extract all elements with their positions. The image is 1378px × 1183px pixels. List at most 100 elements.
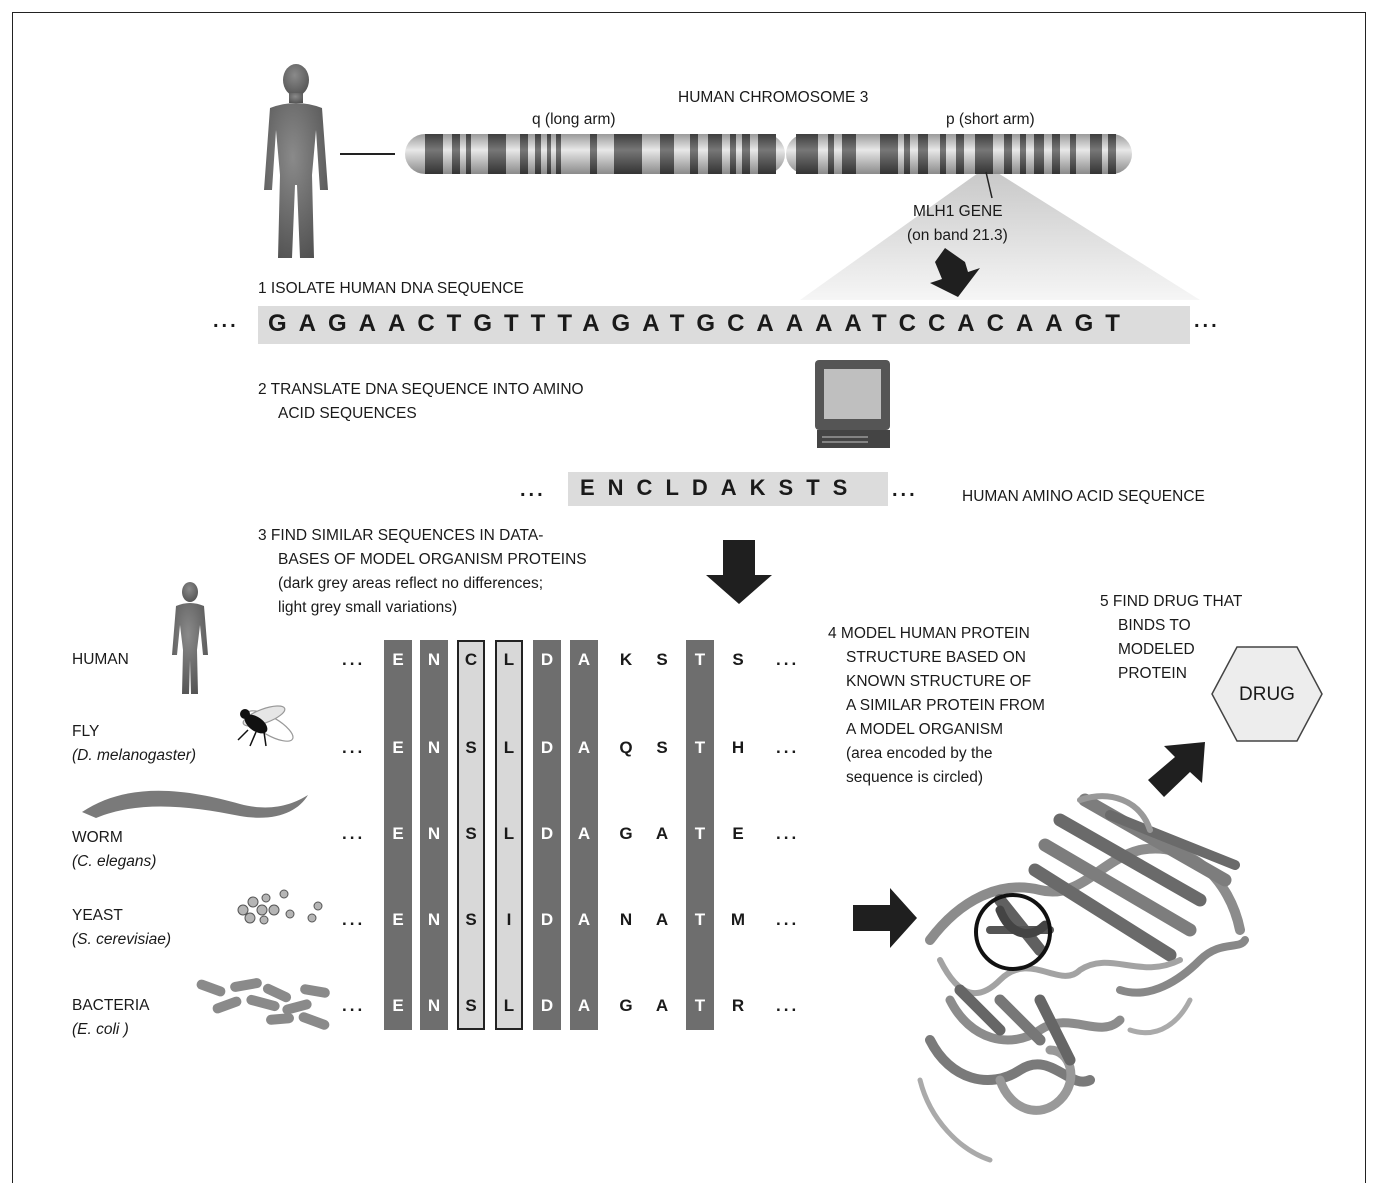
residue-letter: S: [465, 824, 477, 843]
step2-line2: ACID SEQUENCES: [278, 405, 417, 422]
row-trailing-dots: ...: [776, 824, 800, 843]
organism-name-yeast: YEAST: [72, 907, 123, 924]
residue-letter: G: [619, 824, 633, 843]
step3-line4: light grey small variations): [278, 599, 458, 616]
alignment-column-light: [495, 640, 523, 1030]
chromosome-band: [1052, 134, 1060, 174]
step5-line3: MODELED: [1118, 641, 1195, 658]
step5-line4: PROTEIN: [1118, 665, 1187, 682]
chromosome-band: [1004, 134, 1012, 174]
step4-line5: A MODEL ORGANISM: [846, 721, 1004, 738]
chromosome-band: [796, 134, 818, 174]
step4-line6: (area encoded by the: [846, 745, 993, 762]
residue-letter: D: [540, 650, 554, 669]
residue-letter: L: [503, 824, 515, 843]
alignment-column-dark: [686, 640, 714, 1030]
chromosome-band: [488, 134, 506, 174]
fly-illustration: [237, 705, 294, 747]
residue-letter: T: [694, 738, 706, 757]
gene-pointer-line: [985, 171, 993, 199]
step2-line1: 2 TRANSLATE DNA SEQUENCE INTO AMINO: [258, 381, 584, 398]
residue-letter: S: [465, 738, 477, 757]
residue-letter: Q: [619, 738, 633, 757]
highlight-circle: [974, 893, 1052, 971]
worm-illustration: [82, 790, 308, 818]
residue-letter: E: [392, 650, 404, 669]
zoom-funnel: [800, 168, 1200, 300]
amino-sequence: ENCLDAKSTS: [580, 475, 861, 500]
chromosome-band: [975, 134, 993, 174]
yeast-illustration: [237, 889, 323, 925]
chromosome-band: [1090, 134, 1102, 174]
residue-letter: D: [540, 824, 554, 843]
residue-letter: S: [732, 650, 744, 669]
arrow-down-step3: [706, 540, 772, 604]
organism-name-fly: FLY: [72, 723, 100, 740]
bacteria-illustration: [196, 978, 330, 1030]
chromosome-band: [1020, 134, 1026, 174]
arrow-to-dna: [930, 248, 980, 297]
chromosome-band: [904, 134, 910, 174]
organism-species-fly: (D. melanogaster): [72, 747, 197, 764]
drug-label: DRUG: [1239, 684, 1295, 705]
step4-line1: 4 MODEL HUMAN PROTEIN: [828, 625, 1030, 642]
step3-line2: BASES OF MODEL ORGANISM PROTEINS: [278, 551, 587, 568]
organism-name-bacteria: BACTERIA: [72, 997, 150, 1014]
residue-letter: K: [619, 650, 633, 669]
protein-structure: [917, 793, 1249, 1163]
chromosome-band: [547, 134, 551, 174]
chromosome: [405, 134, 1132, 174]
drug-hexagon: [1211, 646, 1323, 742]
residue-letter: T: [694, 824, 706, 843]
q-arm-label: q (long arm): [532, 111, 616, 128]
organism-species-bacteria: (E. coli ): [72, 1021, 129, 1038]
alignment-column-dark: [384, 640, 412, 1030]
amino-trailing-dots: ...: [892, 479, 918, 501]
chromosome-band: [535, 134, 541, 174]
computer-icon: [815, 360, 890, 448]
step4-line7: sequence is circled): [846, 769, 983, 786]
residue-letter: A: [655, 824, 669, 843]
row-trailing-dots: ...: [776, 910, 800, 929]
gene-band-label: (on band 21.3): [907, 227, 1008, 244]
chromosome-band: [956, 134, 964, 174]
residue-letter: N: [427, 910, 441, 929]
row-trailing-dots: ...: [776, 650, 800, 669]
chromosome-band: [918, 134, 928, 174]
chromosome-band: [880, 134, 898, 174]
row-leading-dots: ...: [342, 824, 366, 843]
figure-frame: [12, 12, 1366, 1183]
dna-trailing-dots: ...: [1194, 310, 1220, 332]
organism-species-yeast: (S. cerevisiae): [72, 931, 172, 948]
residue-letter: T: [694, 910, 706, 929]
residue-letter: A: [655, 996, 669, 1015]
residue-letter: A: [655, 910, 669, 929]
residue-letter: D: [540, 738, 554, 757]
chromosome-band: [758, 134, 776, 174]
step5-line2: BINDS TO: [1118, 617, 1191, 634]
step4-line4: A SIMILAR PROTEIN FROM: [846, 697, 1045, 714]
residue-letter: N: [427, 824, 441, 843]
residue-letter: T: [694, 996, 706, 1015]
residue-letter: H: [731, 738, 745, 757]
residue-letter: R: [731, 996, 745, 1015]
human-figure-small: [172, 582, 208, 694]
row-trailing-dots: ...: [776, 738, 800, 757]
residue-letter: N: [619, 910, 633, 929]
residue-letter: T: [694, 650, 706, 669]
residue-letter: N: [427, 738, 441, 757]
residue-letter: L: [503, 996, 515, 1015]
residue-letter: N: [427, 996, 441, 1015]
residue-letter: E: [392, 996, 404, 1015]
residue-letter: E: [392, 738, 404, 757]
residue-letter: I: [506, 910, 512, 929]
alignment-column-dark: [420, 640, 448, 1030]
chromosome-band: [590, 134, 597, 174]
residue-letter: S: [465, 996, 477, 1015]
residue-letter: E: [392, 824, 404, 843]
dna-leading-dots: ...: [213, 310, 239, 332]
chromosome-band: [425, 134, 443, 174]
residue-letter: A: [577, 910, 591, 929]
chromosome-band: [466, 134, 471, 174]
